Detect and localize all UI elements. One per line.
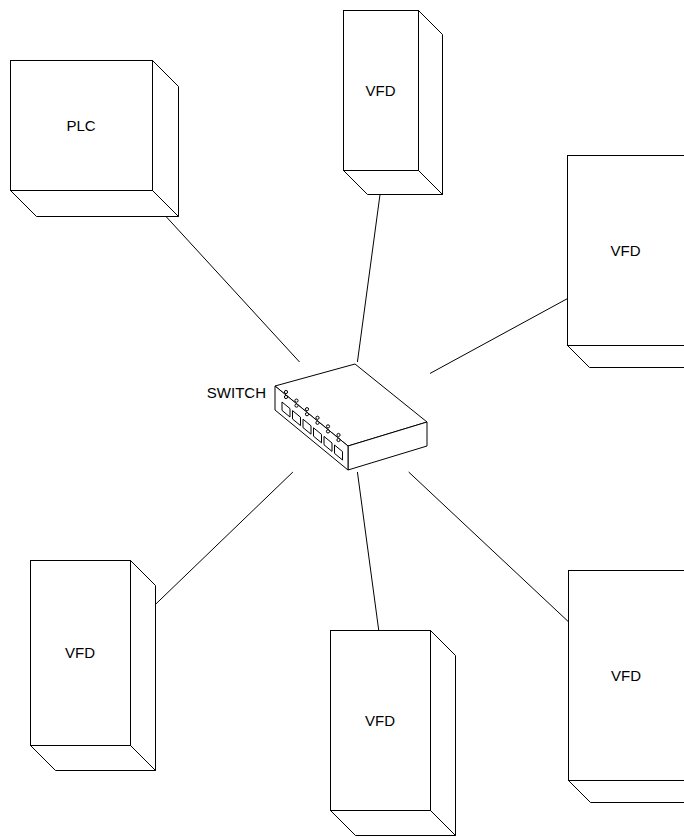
box-front-face	[569, 571, 684, 781]
device-label: VFD	[611, 242, 641, 259]
switch-led	[316, 421, 319, 424]
box-side-face	[419, 11, 443, 195]
box-front-face	[331, 631, 431, 811]
switch-led	[337, 438, 340, 441]
switch-port	[324, 436, 332, 451]
box-label-holder: VFD	[30, 560, 130, 745]
box-front-face	[31, 561, 131, 746]
box-bottom-face	[31, 746, 156, 771]
box-label-holder: VFD	[343, 10, 418, 170]
box-bottom-face	[344, 171, 443, 195]
device-label: VFD	[365, 712, 395, 729]
box-outline	[30, 560, 156, 771]
switch-led	[337, 433, 340, 436]
switch-led	[295, 404, 298, 407]
device-box: VFD	[568, 570, 684, 802]
box-outline	[343, 10, 443, 195]
box-front-face	[11, 61, 153, 191]
device-box: VFD	[567, 155, 684, 367]
switch-port	[314, 428, 322, 443]
network-switch: SWITCH	[270, 362, 430, 472]
switch-led	[326, 425, 329, 428]
device-label: VFD	[65, 644, 95, 661]
network-cable	[430, 299, 567, 374]
switch-side	[348, 422, 427, 470]
device-box: VFD	[343, 10, 442, 194]
switch-port	[293, 411, 301, 426]
network-cable	[409, 472, 568, 621]
device-label: VFD	[366, 82, 396, 99]
network-cable	[155, 472, 293, 605]
box-label-holder: VFD	[330, 630, 430, 810]
switch-led	[326, 430, 329, 433]
switch-front	[275, 386, 348, 470]
switch-led	[284, 390, 287, 393]
box-bottom-face	[331, 811, 456, 836]
switch-illustration	[270, 362, 430, 472]
network-cable	[357, 472, 378, 630]
box-bottom-face	[11, 191, 179, 217]
box-label-holder: PLC	[10, 60, 152, 190]
network-cable	[166, 216, 300, 362]
box-label-holder: VFD	[568, 570, 684, 780]
device-label: PLC	[66, 117, 95, 134]
box-side-face	[153, 61, 179, 217]
box-front-face	[344, 11, 419, 171]
box-outline	[567, 155, 684, 368]
switch-port	[303, 419, 311, 434]
box-label-holder: VFD	[567, 155, 684, 345]
switch-led	[305, 408, 308, 411]
box-outline	[568, 570, 684, 803]
device-label: VFD	[611, 667, 641, 684]
switch-port	[335, 445, 343, 460]
device-box: PLC	[10, 60, 178, 216]
box-side-face	[431, 631, 456, 836]
switch-label: SWITCH	[207, 384, 266, 401]
box-front-face	[568, 156, 684, 346]
box-outline	[10, 60, 179, 217]
box-side-face	[131, 561, 156, 771]
switch-led	[284, 395, 287, 398]
network-cable	[357, 194, 380, 362]
box-bottom-face	[568, 346, 684, 368]
switch-led	[316, 416, 319, 419]
switch-led	[295, 399, 298, 402]
box-outline	[330, 630, 456, 836]
box-bottom-face	[569, 781, 684, 803]
device-box: VFD	[30, 560, 155, 770]
switch-port	[282, 402, 290, 417]
device-box: VFD	[330, 630, 455, 835]
switch-led	[305, 413, 308, 416]
